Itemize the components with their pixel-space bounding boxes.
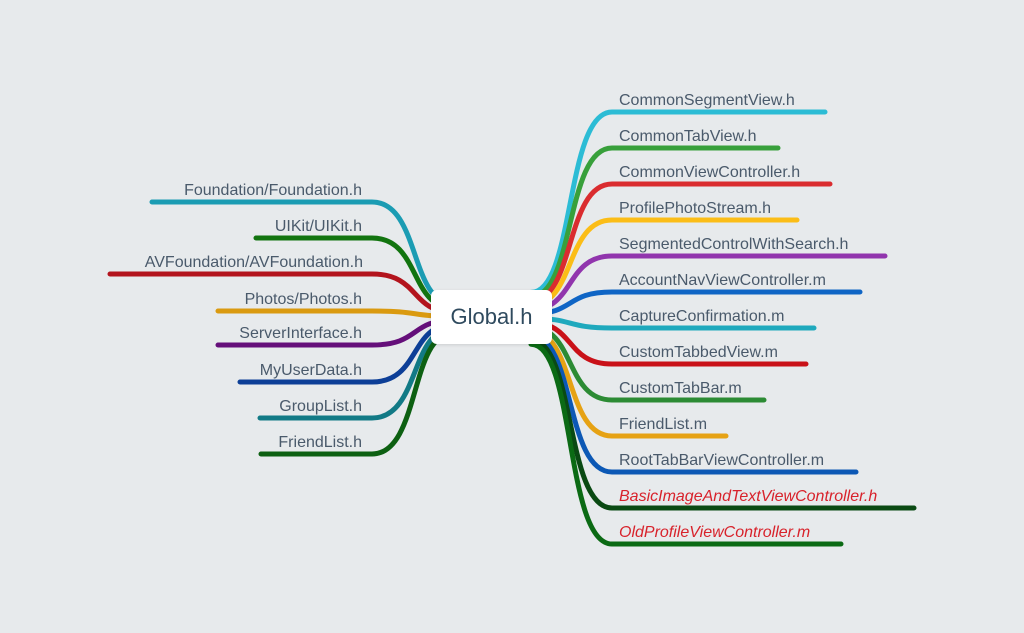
central-node-global-h[interactable]: Global.h — [431, 290, 552, 344]
node-label-accountnavviewcontroller-m[interactable]: AccountNavViewController.m — [619, 272, 826, 289]
node-label-profilephotostream-h[interactable]: ProfilePhotoStream.h — [619, 200, 772, 217]
node-label-friendlist-m[interactable]: FriendList.m — [619, 416, 708, 433]
node-label-friendlist-h[interactable]: FriendList.h — [278, 434, 362, 451]
node-label-myuserdata-h[interactable]: MyUserData.h — [259, 362, 362, 379]
node-label-commonsegmentview-h[interactable]: CommonSegmentView.h — [619, 92, 795, 109]
node-label-avfoundation-avfoundation-h[interactable]: AVFoundation/AVFoundation.h — [144, 254, 363, 271]
node-label-oldprofileviewcontroller-m[interactable]: OldProfileViewController.m — [619, 524, 811, 541]
node-label-commontabview-h[interactable]: CommonTabView.h — [619, 128, 757, 145]
central-node-label: Global.h — [450, 304, 533, 329]
branch-right-basicimageandtextviewcontroller-h — [528, 337, 917, 511]
node-label-basicimageandtextviewcontroller-h[interactable]: BasicImageAndTextViewController.h — [619, 488, 878, 505]
branch-right-commontabview-h — [528, 145, 781, 300]
branch-left-photos-photos-h — [215, 308, 455, 319]
node-label-customtabbar-m[interactable]: CustomTabBar.m — [619, 380, 742, 397]
node-label-segmentedcontrolwithsearch-h[interactable]: SegmentedControlWithSearch.h — [619, 236, 849, 253]
node-label-captureconfirmation-m[interactable]: CaptureConfirmation.m — [619, 308, 785, 325]
node-label-commonviewcontroller-h[interactable]: CommonViewController.h — [619, 164, 801, 181]
node-label-photos-photos-h[interactable]: Photos/Photos.h — [244, 291, 362, 308]
node-label-customtabbedview-m[interactable]: CustomTabbedView.m — [619, 344, 778, 361]
node-label-serverinterface-h[interactable]: ServerInterface.h — [239, 325, 362, 342]
node-label-foundation-foundation-h[interactable]: Foundation/Foundation.h — [184, 182, 362, 199]
node-label-uikit-uikit-h[interactable]: UIKit/UIKit.h — [274, 218, 362, 235]
branch-right-oldprofileviewcontroller-m — [528, 341, 844, 547]
node-label-grouplist-h[interactable]: GroupList.h — [279, 398, 362, 415]
node-label-roottabbarviewcontroller-m[interactable]: RootTabBarViewController.m — [619, 452, 825, 469]
branch-right-commonsegmentview-h — [528, 109, 828, 295]
